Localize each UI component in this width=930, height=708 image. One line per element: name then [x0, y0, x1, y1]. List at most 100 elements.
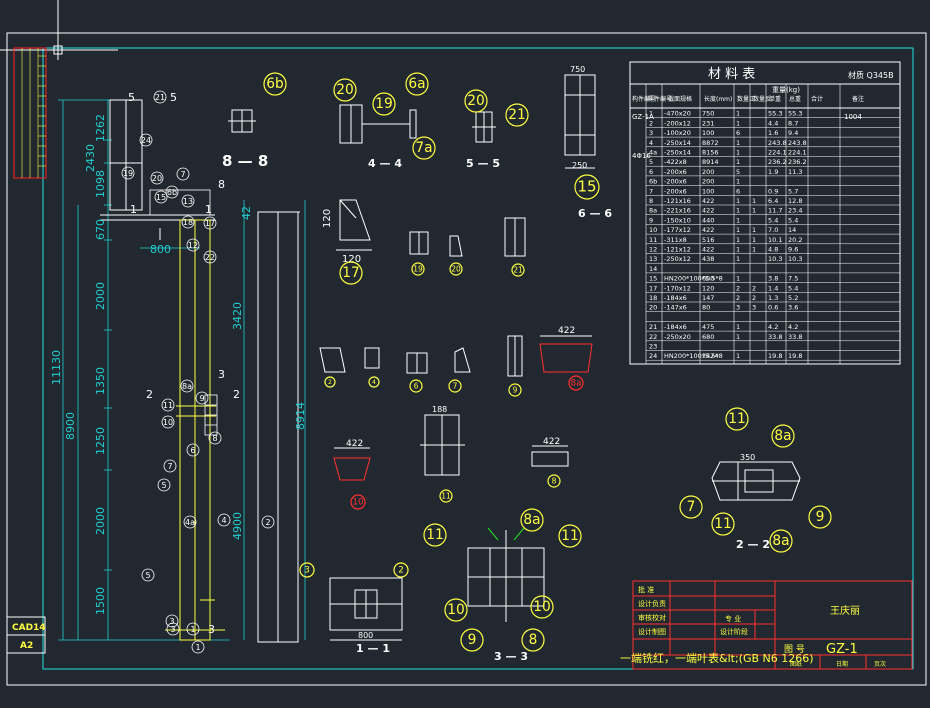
elev-callout-label: 13 — [183, 197, 193, 206]
mt-cell: 3 — [736, 304, 740, 312]
mt-header: 合计 — [811, 95, 823, 103]
elev-callout-circle — [154, 190, 168, 204]
mt-cell: 200 — [702, 178, 714, 186]
mt-cell: 2 — [752, 284, 756, 292]
mt-cell: 438 — [702, 255, 714, 263]
material-table-title: 材 料 表 — [708, 67, 755, 82]
section-5-5[interactable]: 5 — 5 — [466, 111, 500, 170]
section-6-6[interactable]: 750 250 6 — 6 — [564, 65, 612, 220]
elev-callout-label: 5 — [145, 571, 150, 580]
callout-circle-c3 — [299, 562, 315, 578]
callout-label-c8ab: 8a — [772, 533, 789, 549]
elev-callout-label: 6 — [190, 446, 195, 455]
detail-row-lower[interactable]: 422 188 422 — [333, 405, 569, 481]
mt-cell: -200x6 — [664, 187, 687, 195]
elev-callout-circle — [180, 379, 194, 393]
dim-422a: 422 — [558, 326, 575, 336]
dim-120a: 120 — [342, 254, 361, 265]
elev-callout-circle — [195, 391, 209, 405]
mt-cell: -147x6 — [664, 304, 687, 312]
mt-cell: 1 — [736, 110, 740, 118]
mt-cell: -100x20 — [664, 129, 691, 137]
elev-callout-circle — [141, 568, 155, 582]
title-block[interactable]: 批 准 设计负责 审核校对 设计制图 专 业 设计阶段 王庆丽 图 号 GZ-1… — [632, 580, 913, 670]
section-8-8[interactable]: 8 — 8 — [222, 109, 268, 170]
mt-cell: 8872 — [702, 139, 719, 147]
mt-cell: 4.8 — [768, 246, 778, 254]
mt-cell: 18 — [649, 294, 657, 302]
callout-label-s9: 9 — [468, 632, 477, 648]
detail-19-20[interactable] — [409, 217, 526, 257]
mt-cell: -177x12 — [664, 226, 691, 234]
elev-callout-label: 1 — [195, 643, 200, 652]
title-cell-sheet: 图纸 — [790, 660, 802, 668]
dim-1350: 1350 — [94, 367, 107, 395]
elev-callout-label: 2 — [265, 518, 270, 527]
mt-cell: 19.8 — [768, 352, 782, 360]
mt-cell: 1 — [736, 255, 740, 263]
mt-cell: 100 — [702, 129, 714, 137]
sec-mark-5a: 5 — [128, 91, 135, 104]
mt-cell: 224.1 — [788, 149, 807, 157]
elev-callout-label: 20 — [152, 174, 162, 183]
elev-callout-circle — [261, 515, 275, 529]
mt-cell: -150x10 — [664, 216, 691, 224]
section-1-1[interactable]: 800 1 — 1 — [329, 577, 403, 655]
mt-cell: 3 — [752, 304, 756, 312]
mt-cell: 4a — [649, 149, 657, 157]
section-5-5-title: 5 — 5 — [466, 157, 500, 170]
dim-2000b: 2000 — [94, 507, 107, 535]
sheet-outer-frame — [6, 32, 927, 686]
mt-cell: 1 — [736, 246, 740, 254]
mt-cell: 55.3 — [768, 110, 782, 118]
detail-row-mid[interactable] — [319, 335, 593, 377]
mt-cell: 23.4 — [788, 207, 802, 215]
mt-cell: -170x12 — [664, 284, 691, 292]
callout-label-s8a: 8a — [523, 512, 540, 528]
mt-cell: 1 — [752, 236, 756, 244]
dim-11130: 11130 — [50, 350, 63, 385]
mt-cell: -470x20 — [664, 110, 691, 118]
callout-circle-c21s — [511, 263, 525, 277]
mt-cell: 1 — [736, 216, 740, 224]
dim-1250: 1250 — [94, 427, 107, 455]
mt-cell: 1 — [736, 149, 740, 157]
mt-cell: 8 — [649, 197, 653, 205]
mt-cell: 10.3 — [768, 255, 782, 263]
section-3-3[interactable]: 3 — 3 — [467, 527, 545, 663]
callout-circle-c2 — [324, 376, 336, 388]
elev-callout-circle — [121, 166, 135, 180]
mt-cell: 1 — [736, 333, 740, 341]
elev-callout-circle — [161, 398, 175, 412]
detail-part-17[interactable]: 120 120 — [322, 199, 372, 265]
callout-label-c17: 17 — [342, 265, 360, 281]
elev-callout-circle — [153, 90, 167, 104]
section-2-2[interactable]: 350 2 — 2 — [711, 453, 801, 551]
section-3-3-title: 3 — 3 — [494, 650, 528, 663]
mt-cell: 516 — [702, 236, 714, 244]
elev-callout-circle — [165, 614, 179, 628]
elev-callout-circle — [183, 515, 197, 529]
material-table[interactable]: 材 料 表 材质 Q345B 构件编号零件编号截面规格长度(mm)数量正数量反单… — [629, 61, 901, 365]
group-id-rebar: 4Φ16 — [632, 152, 651, 160]
column-elevation[interactable]: 1262 2430 1098 670 2000 1350 1250 2000 1… — [50, 90, 307, 654]
mt-cell: -250x14 — [664, 139, 691, 147]
dim-670: 670 — [94, 219, 107, 240]
section-4-4[interactable]: 4 — 4 — [339, 104, 417, 170]
elev-callout-circle — [157, 478, 171, 492]
mt-cell: 422 — [702, 246, 714, 254]
title-row-design-lead: 设计负责 — [638, 599, 666, 608]
elev-callout-circle — [186, 238, 200, 252]
mt-cell: 1 — [736, 139, 740, 147]
elev-callout-circle — [166, 622, 180, 636]
mt-cell: -422x8 — [664, 158, 687, 166]
callout-circle-c7b — [679, 495, 703, 519]
dim-188: 188 — [432, 405, 447, 414]
mt-cell: 10 — [649, 226, 657, 234]
mt-cell: 5.7 — [788, 187, 798, 195]
elev-callout-label: 3 — [169, 617, 174, 626]
callout-circle-c11a — [725, 407, 749, 431]
callout-circle-s9 — [460, 628, 484, 652]
callout-label-c7: 7 — [453, 381, 458, 390]
